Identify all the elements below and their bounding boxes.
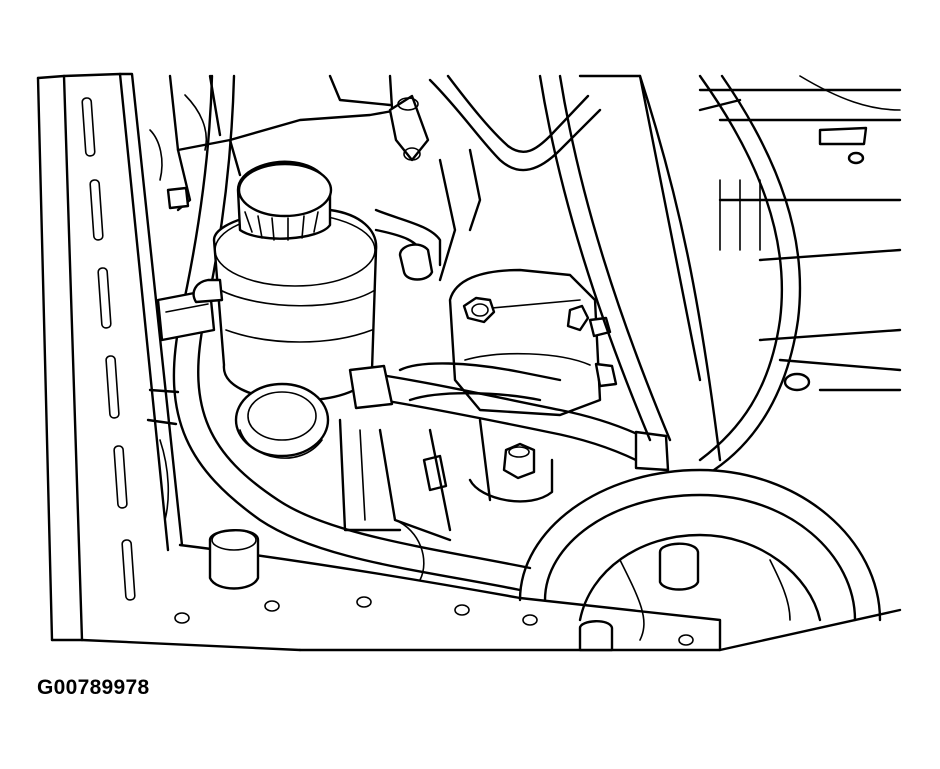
upper-engine-cover [150,76,398,180]
bracket-bolt-top [464,298,494,322]
pressure-hose [350,366,668,470]
figure-id-label: G00789978 [37,676,150,699]
drive-pulley [520,470,880,640]
panel-slots [82,98,135,600]
pump-bracket [424,270,616,490]
bottom-left-fitting [210,530,258,589]
bracket-bolt-right [568,306,616,386]
wire-harness [700,76,900,470]
reservoir-cap [238,162,331,240]
bracket-bolt-lower [504,444,534,478]
filler-neck-cap [236,384,328,458]
left-fender-panel [38,74,300,650]
right-shroud [540,76,900,460]
power-steering-pump [380,363,560,580]
misc-lines [148,150,400,530]
top-elbow-fitting [376,96,440,280]
power-steering-reservoir [194,162,377,401]
upper-hose [430,76,600,280]
bottom-right-fitting [580,544,698,650]
lower-head-edge [175,545,900,650]
